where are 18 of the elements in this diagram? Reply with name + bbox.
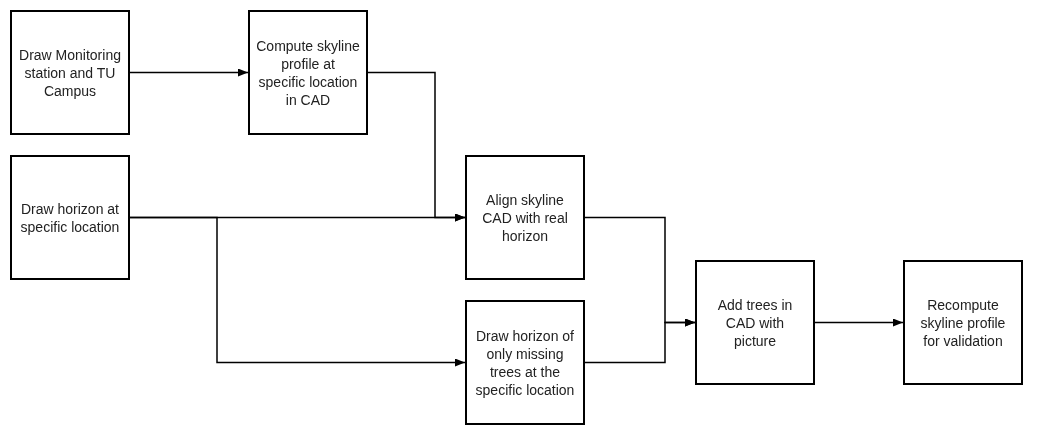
- process-box: [10, 155, 130, 280]
- step-text: Add trees in CAD with picture: [716, 295, 794, 350]
- step-text: Compute skyline profile at specific location in CAD: [256, 36, 360, 109]
- process-box: [465, 155, 585, 280]
- step-text: Draw horizon at specific location: [19, 199, 121, 236]
- arrow: [814, 318, 904, 327]
- step-text: Draw Monitoring station and TU Campus: [18, 45, 122, 100]
- process-box: [10, 10, 130, 135]
- step-text: Recompute skyline profile for validation: [919, 295, 1007, 350]
- arrow: [129, 216, 466, 367]
- process-box: [248, 10, 368, 135]
- process-box: [465, 300, 585, 425]
- arrow: [584, 318, 696, 364]
- process-box: [903, 260, 1023, 385]
- step-text: Align skyline CAD with real horizon: [481, 190, 569, 245]
- arrow: [129, 68, 249, 77]
- process-box: [695, 260, 815, 385]
- step-text: Draw horizon of only missing trees at the specific location: [474, 326, 576, 399]
